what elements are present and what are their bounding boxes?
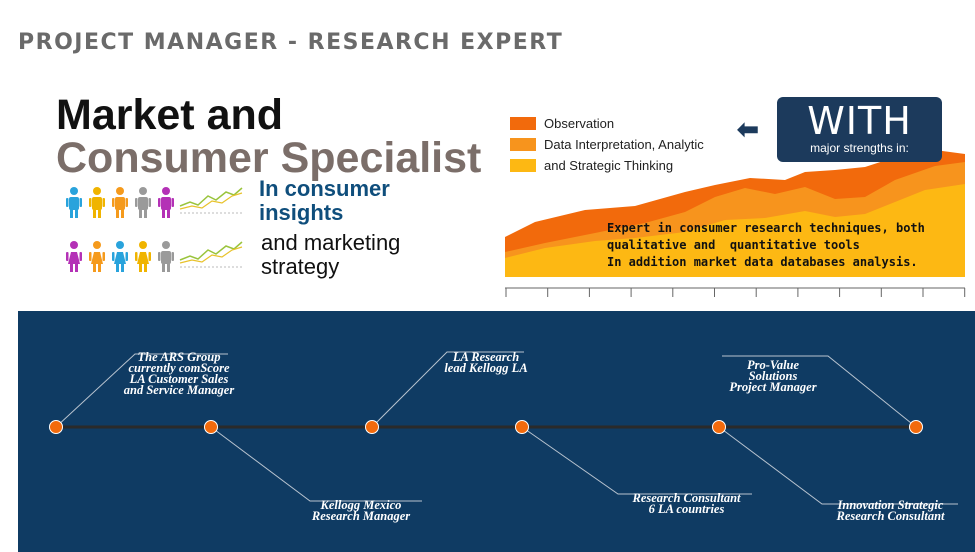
strategic-area <box>505 184 965 277</box>
axis-ticks <box>505 288 966 297</box>
person-icon <box>135 240 151 272</box>
page-header: PROJECT MANAGER - RESEARCH EXPERT <box>18 30 564 55</box>
entry-line: and Service Manager <box>123 383 235 397</box>
timeline-connectors <box>55 351 958 505</box>
timeline-nodes <box>49 420 923 434</box>
timeline-entry-4: Research Consultant 6 LA countries <box>614 491 759 516</box>
legend-item: and Strategic Thinking <box>510 155 704 176</box>
mini-trend-chart-icon-2 <box>179 241 243 268</box>
entry-line: LA Research <box>452 350 520 364</box>
entry-line: Project Manager <box>729 380 817 394</box>
person-icon <box>89 240 105 272</box>
timeline-node <box>909 420 923 434</box>
people-row-2 <box>66 240 174 272</box>
person-icon <box>112 186 128 218</box>
entry-line: Pro-Value <box>746 358 800 372</box>
timeline-node <box>712 420 726 434</box>
people-row-1 <box>66 186 174 218</box>
marketing-line-1: and marketing <box>261 230 401 255</box>
mini-trend-chart-icon <box>179 187 243 214</box>
insights-line-1: In consumer <box>259 176 390 201</box>
person-icon <box>89 186 105 218</box>
timeline-node <box>204 420 218 434</box>
timeline-node <box>515 420 529 434</box>
expertise-line-3: In addition market data databases analys… <box>607 255 918 269</box>
with-title: WITH <box>807 99 912 143</box>
legend-item: Observation <box>510 113 704 134</box>
entry-line: currently comScore <box>128 361 230 375</box>
entry-line: Innovation Strategic <box>837 498 944 512</box>
person-icon <box>158 186 174 218</box>
with-subtitle: major strengths in: <box>810 141 909 155</box>
person-icon <box>158 240 174 272</box>
entry-line: Solutions <box>748 369 798 383</box>
expertise-text: Expert in consumer research techniques, … <box>607 220 925 271</box>
expertise-line-1: Expert in consumer research techniques, … <box>607 221 925 235</box>
timeline-entry-3: LA Research lead Kellogg LA <box>426 350 546 375</box>
entry-line: Research Manager <box>311 509 411 523</box>
marketing-line-2: strategy <box>261 254 340 279</box>
strengths-area-graphic <box>505 150 966 297</box>
entry-line: Kellogg Mexico <box>320 498 402 512</box>
person-icon <box>66 186 82 218</box>
insights-line-2: insights <box>259 200 344 225</box>
expertise-line-2: qualitative and quantitative tools <box>607 238 860 252</box>
timeline-node <box>49 420 63 434</box>
legend-swatch <box>510 117 536 130</box>
headline-line2: Consumer Specialist <box>56 134 482 182</box>
with-box: WITH major strengths in: <box>777 97 942 162</box>
legend-label: Observation <box>544 116 615 131</box>
person-icon <box>135 186 151 218</box>
timeline-node <box>365 420 379 434</box>
entry-line: 6 LA countries <box>648 502 725 516</box>
entry-line: The ARS Group <box>137 350 221 364</box>
timeline-entry-6: Innovation Strategic Research Consultant <box>818 498 963 523</box>
timeline-entry-1: The ARS Group currently comScore LA Cust… <box>104 350 254 397</box>
legend-label: Data Interpretation, Analytic <box>544 137 704 152</box>
legend-label: and Strategic Thinking <box>544 158 674 173</box>
career-timeline: The ARS Group currently comScore LA Cust… <box>18 311 975 552</box>
person-icon <box>112 240 128 272</box>
headline-line1: Market and <box>56 91 284 139</box>
legend-swatch <box>510 138 536 151</box>
marketing-subtitle: and marketing strategy <box>261 231 400 279</box>
timeline-entry-2: Kellogg Mexico Research Manager <box>291 498 431 523</box>
entry-line: Research Consultant <box>836 509 945 523</box>
entry-line: lead Kellogg LA <box>444 361 528 375</box>
timeline-lines <box>49 351 958 505</box>
left-arrow-icon: ⬅ <box>737 114 759 144</box>
legend-swatch <box>510 159 536 172</box>
timeline-entry-5: Pro-Value Solutions Project Manager <box>712 358 834 394</box>
legend-item: Data Interpretation, Analytic <box>510 134 704 155</box>
person-icon <box>66 240 82 272</box>
entry-line: LA Customer Sales <box>129 372 229 386</box>
entry-line: Research Consultant <box>632 491 741 505</box>
insights-subtitle: In consumer insights <box>259 177 390 225</box>
